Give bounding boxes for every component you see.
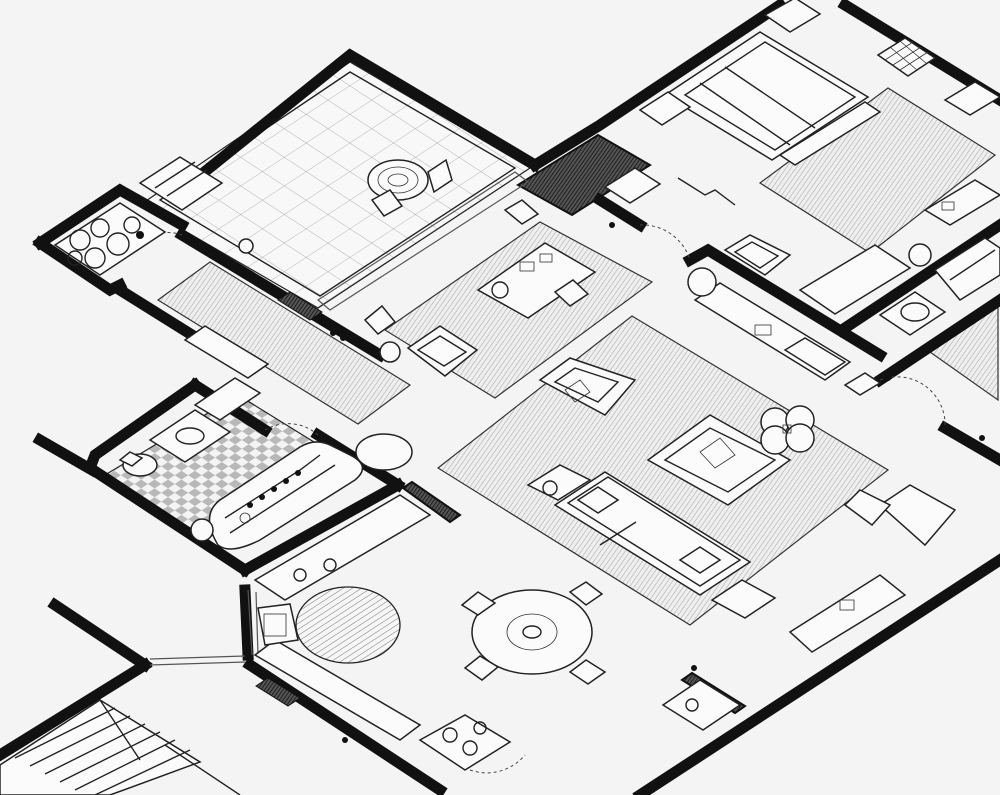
master-bench (603, 167, 662, 204)
living-room-pouf (760, 405, 815, 455)
entrance-staircase (0, 699, 241, 795)
plant-icon (136, 231, 144, 239)
second-nightstand (843, 372, 882, 396)
hallway-pouf (355, 433, 413, 471)
second-desk (878, 291, 947, 336)
master-bed (663, 31, 882, 166)
master-desk (923, 179, 1000, 226)
master-corner-table (943, 81, 1000, 116)
bathroom-toilet (118, 451, 158, 477)
bathroom-sink (148, 409, 232, 463)
dining-table (471, 589, 593, 675)
study-desk-chair (553, 279, 590, 307)
master-nightstand (763, 0, 822, 33)
dining-chair (463, 655, 500, 681)
hallway-radiator (277, 291, 323, 321)
hallway-stool (238, 238, 254, 254)
master-armchair (723, 234, 792, 276)
living-room-armchair-right (843, 484, 957, 547)
study-side-chair (363, 304, 397, 335)
living-room-armchair (538, 357, 637, 416)
desk-lamp-icon (491, 281, 509, 299)
study-armchair (406, 325, 479, 377)
living-room-side-table (526, 464, 592, 501)
master-lamp-cord (677, 177, 736, 206)
master-stool (908, 243, 932, 267)
wall-sockets (187, 222, 985, 743)
terrace-chair (370, 189, 404, 217)
kitchen-round-rug (295, 586, 401, 664)
terrace-chair (427, 158, 453, 194)
second-bed (933, 237, 1000, 301)
hallway-lamp (379, 341, 401, 363)
dining-chair (460, 591, 497, 616)
study-desk (476, 242, 597, 319)
master-nightstand (638, 91, 692, 126)
master-dresser (798, 244, 912, 315)
terrace-deck-edge (316, 171, 530, 311)
kitchen-sink (257, 603, 299, 646)
bathroom-bathtub (208, 441, 364, 550)
dining-chair (568, 581, 604, 606)
wall-panel-left (401, 480, 462, 524)
terrace-round-table (367, 159, 429, 201)
kitchen-stove (418, 714, 512, 771)
bathroom-bin (190, 518, 214, 542)
living-room-side-table-right (710, 579, 777, 619)
dining-chair (568, 659, 607, 685)
living-room-bench (788, 574, 907, 653)
living-room-sofa (553, 471, 752, 596)
bathroom-shelf (193, 377, 262, 421)
garden-planter (53, 202, 167, 276)
hallway-console-table (183, 325, 270, 379)
hallway-runner-rug (156, 261, 412, 425)
bath-chain (247, 470, 301, 508)
master-window-grille (876, 37, 937, 77)
study-chair (503, 199, 540, 225)
kitchen-cabinet (661, 679, 742, 731)
terrace-railing (138, 156, 224, 211)
living-room-coffee-table (646, 414, 792, 506)
living-room-plant-pot (687, 267, 717, 297)
kitchen-counter (253, 494, 432, 741)
entrance-mat (255, 677, 301, 707)
dark-storage-block (516, 133, 652, 217)
